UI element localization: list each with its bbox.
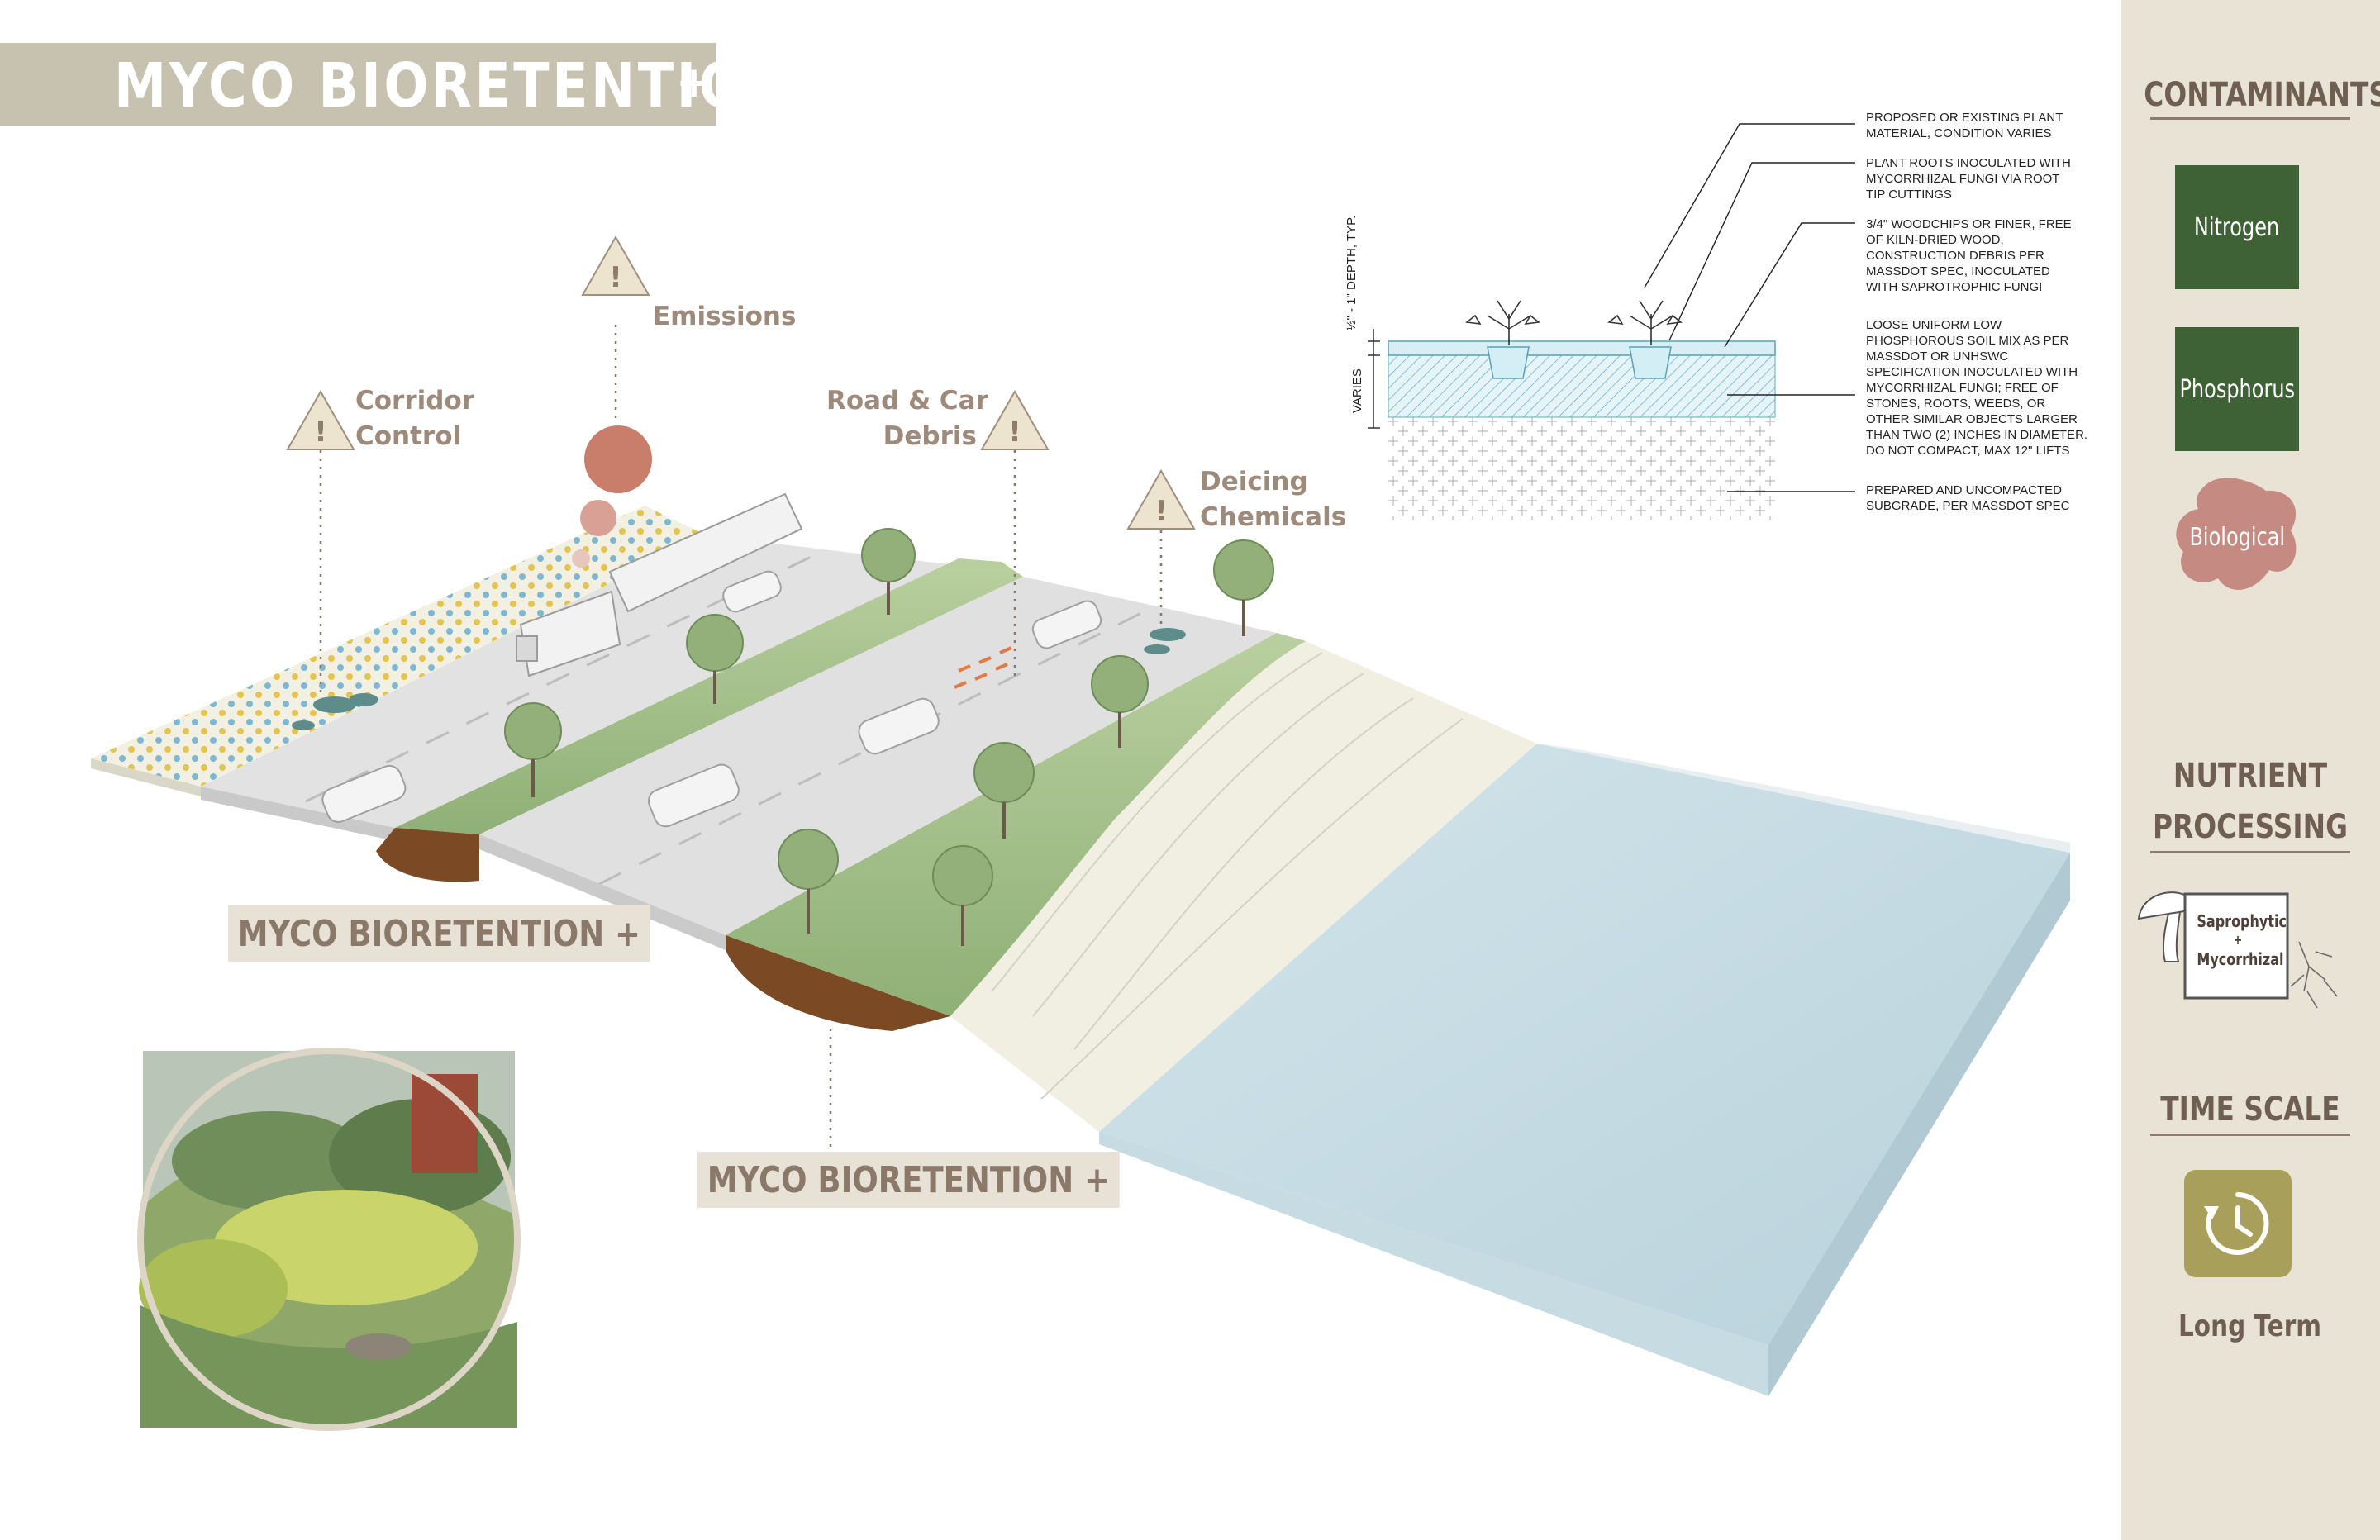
woodchip-layer [1388,340,1776,356]
note-subgrade: PREPARED AND UNCOMPACTED SUBGRADE, PER M… [1866,483,2070,513]
time-scale-divider [2150,1134,2350,1136]
label-bioretention-upper: MYCO BIORETENTION + [228,905,650,962]
clock-tile [2184,1170,2292,1277]
plant-icon [1465,300,1683,345]
soil-mix-layer [1388,354,1776,418]
contaminant-biological: Biological [2189,522,2285,552]
warning-triangle-icon: ! [1126,468,1196,530]
svg-text:!: ! [609,261,622,294]
svg-text:!: ! [314,416,327,449]
nutrient-divider [2150,851,2350,853]
emission-cloud-medium [580,500,616,536]
site-photo [137,1048,521,1431]
permeable-shoulder [91,506,707,787]
water-front-face [1099,1132,1768,1396]
svg-text:!: ! [1154,495,1168,528]
warning-triangle-icon: ! [581,235,650,296]
roadway-left-edge [201,787,395,841]
plant-pit-left [1487,346,1530,379]
dim-depth: ½" - 1" DEPTH, TYP. [1345,216,1359,330]
svg-text:!: ! [1008,416,1021,449]
roadway-right-edge [479,834,726,950]
embankment-slope [950,641,1537,1132]
contaminants-heading: CONTAMINANTS [2144,76,2380,114]
time-scale-value: Long Term [2178,1309,2322,1343]
contaminant-phosphorus: Phosphorus [2175,327,2299,451]
label-bioretention-lower: MYCO BIORETENTION + [697,1152,1120,1208]
car [321,570,1102,828]
page-title: MYCO BIORETENTION [114,50,793,121]
emission-cloud-large [584,425,652,493]
note-plant-material: PROPOSED OR EXISTING PLANT MATERIAL, CON… [1866,111,2063,140]
median-bioretention-upper [395,558,1023,834]
nutrient-heading-line1: NUTRIENT [2173,757,2328,795]
note-woodchips: 3/4" WOODCHIPS OR FINER, FREE OF KILN-DR… [1866,217,2072,294]
clock-icon [2204,1192,2269,1255]
water-side-face [1768,853,2070,1396]
soil-section-detail: ½" - 1" DEPTH, TYP. VARIES [1326,91,2082,545]
callout-deicing-chemicals: Deicing Chemicals [1200,467,1347,532]
soil-section-lower [726,935,950,1031]
note-soil-mix: LOOSE UNIFORM LOW PHOSPHOROUS SOIL MIX A… [1866,318,2088,458]
truck [516,492,803,677]
trees [504,528,1274,906]
median-bioretention-lower [726,633,1306,1016]
title-plus: + [676,58,712,107]
road-debris [954,646,1012,689]
warning-triangle-icon: ! [980,389,1050,450]
biological-blob-icon [2176,478,2297,590]
warning-triangle-icon: ! [286,389,355,450]
water-body [1099,744,2070,1345]
time-scale-heading: TIME SCALE [2160,1091,2340,1129]
contaminant-nitrogen: Nitrogen [2175,165,2299,289]
callout-emissions: Emissions [653,302,797,331]
corridor-scene: ! ! ! ! [91,91,2082,1431]
puddles [292,628,1186,730]
callout-road-debris: Road & Car Debris [826,386,988,451]
shoulder-edge [91,758,201,796]
contaminants-divider [2150,117,2350,120]
title-band [0,43,716,126]
plant-pit-right [1629,346,1672,379]
roots-icon [2290,941,2338,1009]
roadway-right [479,577,1277,935]
soil-section-upper [376,828,479,882]
fungi-type-label: Saprophytic + Mycorrhizal [2197,911,2287,969]
nutrient-heading-line2: PROCESSING [2152,808,2349,846]
dim-varies: VARIES [1350,368,1364,413]
callout-corridor-control: Corridor Control [355,386,475,451]
fungi-diagram [2137,891,2338,1009]
emission-cloud-small [572,549,590,568]
note-plant-roots: PLANT ROOTS INOCULATED WITH MYCORRHIZAL … [1866,156,2071,202]
subgrade-layer [1388,417,1775,520]
